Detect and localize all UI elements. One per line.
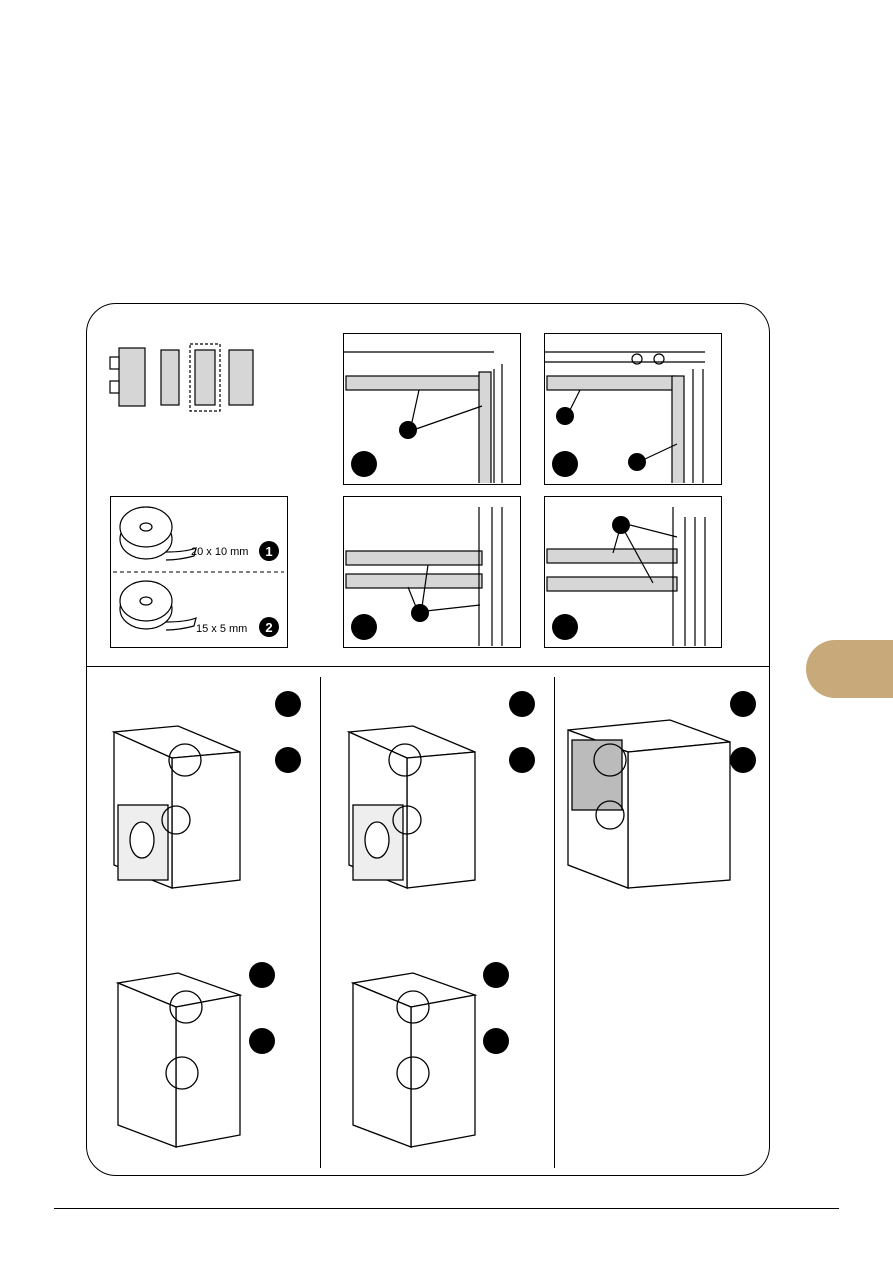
panel-divider bbox=[86, 666, 770, 667]
tape-size-2: 15 x 5 mm bbox=[196, 623, 247, 635]
detail-c bbox=[343, 496, 521, 648]
cabinet-illustration-4 bbox=[100, 955, 310, 1155]
marker-2: 2 bbox=[259, 617, 279, 637]
tape-legend: 20 x 10 mm 1 15 x 5 mm 2 bbox=[110, 496, 288, 648]
unit-variants-icon bbox=[105, 343, 265, 413]
tape-size-1: 20 x 10 mm bbox=[191, 546, 248, 558]
footer-rule bbox=[54, 1208, 839, 1209]
cabinet-illustration-3 bbox=[560, 690, 770, 910]
cabinet-illustration-1 bbox=[100, 690, 310, 910]
chapter-tab bbox=[806, 640, 893, 698]
detail-d bbox=[544, 496, 722, 648]
marker-1: 1 bbox=[259, 541, 279, 561]
column-divider-2 bbox=[554, 677, 555, 1168]
cabinet-illustration-5 bbox=[335, 955, 545, 1155]
cabinet-illustration-2 bbox=[335, 690, 545, 910]
detail-a bbox=[343, 333, 521, 485]
column-divider-1 bbox=[320, 677, 321, 1168]
detail-b bbox=[544, 333, 722, 485]
